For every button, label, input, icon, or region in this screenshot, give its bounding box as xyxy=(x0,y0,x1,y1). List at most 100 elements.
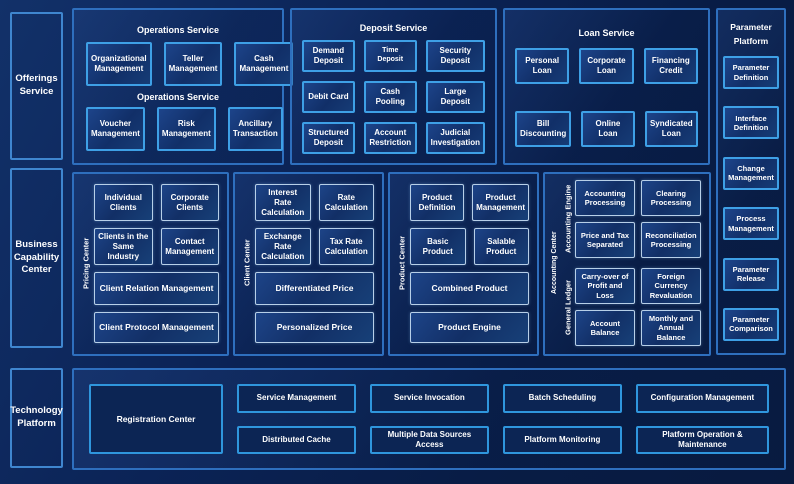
technology-platform-label: Technology Platform xyxy=(10,368,63,468)
client-center-vlabel: Client Center xyxy=(242,239,252,287)
cash-pooling-box: Cash Pooling xyxy=(363,81,417,113)
parameter-release-box: Parameter Release xyxy=(723,257,779,291)
personalized-price-box: Personalized Price xyxy=(255,312,374,343)
debit-card-box: Debit Card xyxy=(302,81,355,113)
ancillary-transaction-box: Ancillary Transaction xyxy=(227,107,283,151)
change-management-box: Change Management xyxy=(723,156,779,190)
product-center-content: Product Definition Product Management Ba… xyxy=(410,182,529,344)
product-row-1: Product Definition Product Management xyxy=(410,184,529,221)
pricing-row-2: Clients in the Same Industry Contact Man… xyxy=(94,228,219,265)
carry-over-profit-loss-box: Carry-over of Profit and Loss xyxy=(575,268,635,304)
service-invocation-box: Service Invocation xyxy=(369,384,489,413)
batch-scheduling-box: Batch Scheduling xyxy=(502,384,622,413)
deposit-service-title: Deposit Service xyxy=(359,22,428,33)
rate-calculation-box: Rate Calculation xyxy=(318,184,374,221)
registration-center-box: Registration Center xyxy=(89,384,223,454)
organizational-management-box: Organizational Management xyxy=(86,42,152,86)
loan-service-title: Loan Service xyxy=(578,28,635,38)
large-deposit-box: Large Deposit xyxy=(425,81,485,113)
parameter-comparison-box: Parameter Comparison xyxy=(723,307,779,341)
operations-service-subtitle: Operations Service xyxy=(136,91,220,102)
account-restriction-box: Account Restriction xyxy=(363,122,417,154)
client-protocol-management-box: Client Protocol Management xyxy=(94,312,219,343)
loan-service-section: Loan Service Personal Loan Corporate Loa… xyxy=(503,8,710,165)
salable-product-box: Salable Product xyxy=(473,228,529,265)
accounting-engine-grid: Accounting Processing Clearing Processin… xyxy=(575,180,701,258)
individual-clients-box: Individual Clients xyxy=(94,184,153,221)
technology-platform-section: Registration Center Service Management D… xyxy=(72,368,786,470)
accounting-engine-group: Accounting Engine Accounting Processing … xyxy=(561,180,701,258)
deposit-service-section: Deposit Service Demand Deposit Time Depo… xyxy=(290,8,497,165)
loan-row-2: Bill Discounting Online Loan Syndicated … xyxy=(515,111,698,147)
personal-loan-box: Personal Loan xyxy=(515,48,570,84)
structured-deposit-box: Structured Deposit xyxy=(302,122,355,154)
loan-row-1: Personal Loan Corporate Loan Financing C… xyxy=(515,48,698,84)
process-management-box: Process Management xyxy=(723,207,779,241)
pricing-center-vlabel: Pricing Center xyxy=(81,237,91,289)
tech-column-4: Configuration Management Platform Operat… xyxy=(635,384,770,454)
combined-product-box: Combined Product xyxy=(410,272,529,305)
parameter-platform-section: Parameter Platform Parameter Definition … xyxy=(716,8,786,355)
business-capability-center-label: Business Capability Center xyxy=(10,168,63,348)
product-engine-box: Product Engine xyxy=(410,312,529,343)
client-row-1: Interest Rate Calculation Rate Calculati… xyxy=(255,184,374,221)
distributed-cache-box: Distributed Cache xyxy=(237,425,356,454)
loan-rows: Personal Loan Corporate Loan Financing C… xyxy=(515,48,698,147)
product-definition-box: Product Definition xyxy=(410,184,465,221)
financing-credit-box: Financing Credit xyxy=(643,48,698,84)
client-row-2: Exchange Rate Calculation Tax Rate Calcu… xyxy=(255,228,374,265)
platform-operation-maintenance-box: Platform Operation & Maintenance xyxy=(635,425,770,454)
risk-management-box: Risk Management xyxy=(156,107,216,151)
pricing-center-content: Individual Clients Corporate Clients Cli… xyxy=(94,182,219,344)
clients-same-industry-box: Clients in the Same Industry xyxy=(94,228,153,265)
online-loan-box: Online Loan xyxy=(581,111,635,147)
price-tax-separated-box: Price and Tax Separated xyxy=(575,222,635,258)
voucher-management-box: Voucher Management xyxy=(86,107,145,151)
syndicated-loan-box: Syndicated Loan xyxy=(644,111,698,147)
foreign-currency-revaluation-box: Foreign Currency Revaluation xyxy=(641,268,701,304)
clearing-processing-box: Clearing Processing xyxy=(641,180,701,216)
product-management-box: Product Management xyxy=(472,184,529,221)
operations-service-section: Operations Service Organizational Manage… xyxy=(72,8,294,165)
general-ledger-vlabel: General Ledger xyxy=(563,279,573,335)
service-management-box: Service Management xyxy=(237,384,356,413)
product-center-vlabel: Product Center xyxy=(397,235,407,291)
basic-product-box: Basic Product xyxy=(410,228,466,265)
reconciliation-processing-box: Reconciliation Processing xyxy=(641,222,701,258)
pricing-center-section: Pricing Center Individual Clients Corpor… xyxy=(72,172,229,356)
accounting-center-section: Accounting Center Accounting Engine Acco… xyxy=(543,172,711,356)
exchange-rate-calculation-box: Exchange Rate Calculation xyxy=(255,228,311,265)
accounting-processing-box: Accounting Processing xyxy=(575,180,635,216)
tax-rate-calculation-box: Tax Rate Calculation xyxy=(318,228,374,265)
general-ledger-group: General Ledger Carry-over of Profit and … xyxy=(561,268,701,346)
parameter-platform-title: Parameter Platform xyxy=(730,22,772,46)
accounting-engine-vlabel: Accounting Engine xyxy=(563,184,573,254)
security-deposit-box: Security Deposit xyxy=(425,40,485,72)
offerings-service-label: Offerings Service xyxy=(10,12,63,160)
differentiated-price-box: Differentiated Price xyxy=(255,272,374,305)
demand-deposit-box: Demand Deposit xyxy=(302,40,355,72)
tech-column-1: Service Management Distributed Cache xyxy=(237,384,356,454)
bill-discounting-box: Bill Discounting xyxy=(515,111,572,147)
product-center-section: Product Center Product Definition Produc… xyxy=(388,172,539,356)
judicial-investigation-box: Judicial Investigation xyxy=(425,122,485,154)
configuration-management-box: Configuration Management xyxy=(635,384,770,413)
multiple-data-sources-access-box: Multiple Data Sources Access xyxy=(369,425,489,454)
client-relation-management-box: Client Relation Management xyxy=(94,272,219,305)
tech-column-2: Service Invocation Multiple Data Sources… xyxy=(369,384,489,454)
general-ledger-grid: Carry-over of Profit and Loss Foreign Cu… xyxy=(575,268,701,346)
platform-monitoring-box: Platform Monitoring xyxy=(502,425,622,454)
client-center-section: Client Center Interest Rate Calculation … xyxy=(233,172,384,356)
accounting-groups: Accounting Engine Accounting Processing … xyxy=(561,180,701,346)
interface-definition-box: Interface Definition xyxy=(723,106,779,140)
teller-management-box: Teller Management xyxy=(163,42,223,86)
time-deposit-box: Time Deposit xyxy=(363,40,417,72)
deposit-grid: Demand Deposit Time Deposit Security Dep… xyxy=(302,40,485,154)
parameter-definition-box: Parameter Definition xyxy=(723,56,779,89)
parameter-list: Parameter Definition Interface Definitio… xyxy=(723,56,779,341)
pricing-row-1: Individual Clients Corporate Clients xyxy=(94,184,219,221)
contact-management-box: Contact Management xyxy=(160,228,219,265)
operations-row-1: Organizational Management Teller Managem… xyxy=(86,42,294,86)
accounting-center-vlabel: Accounting Center xyxy=(551,231,558,295)
